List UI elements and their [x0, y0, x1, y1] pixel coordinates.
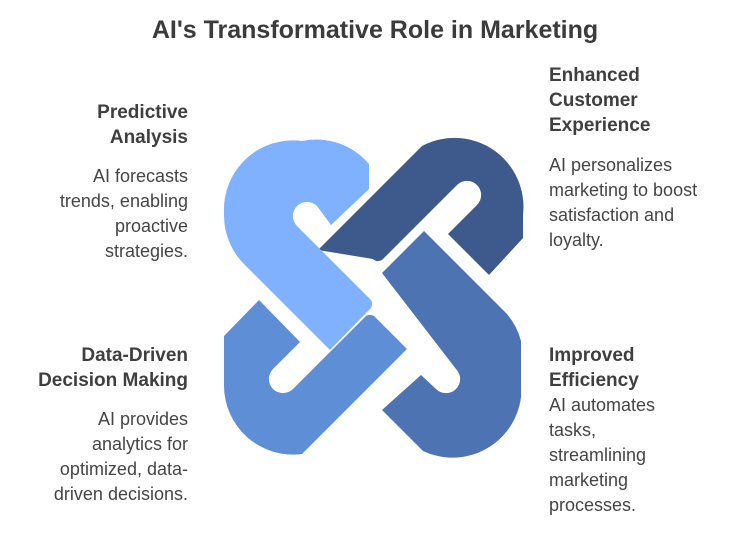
top-left-link — [223, 139, 373, 350]
diagram-title: AI's Transformative Role in Marketing — [151, 16, 599, 44]
bottom-left-link — [223, 300, 407, 455]
bottom-right-link — [382, 231, 521, 458]
top-right-link — [318, 137, 524, 275]
